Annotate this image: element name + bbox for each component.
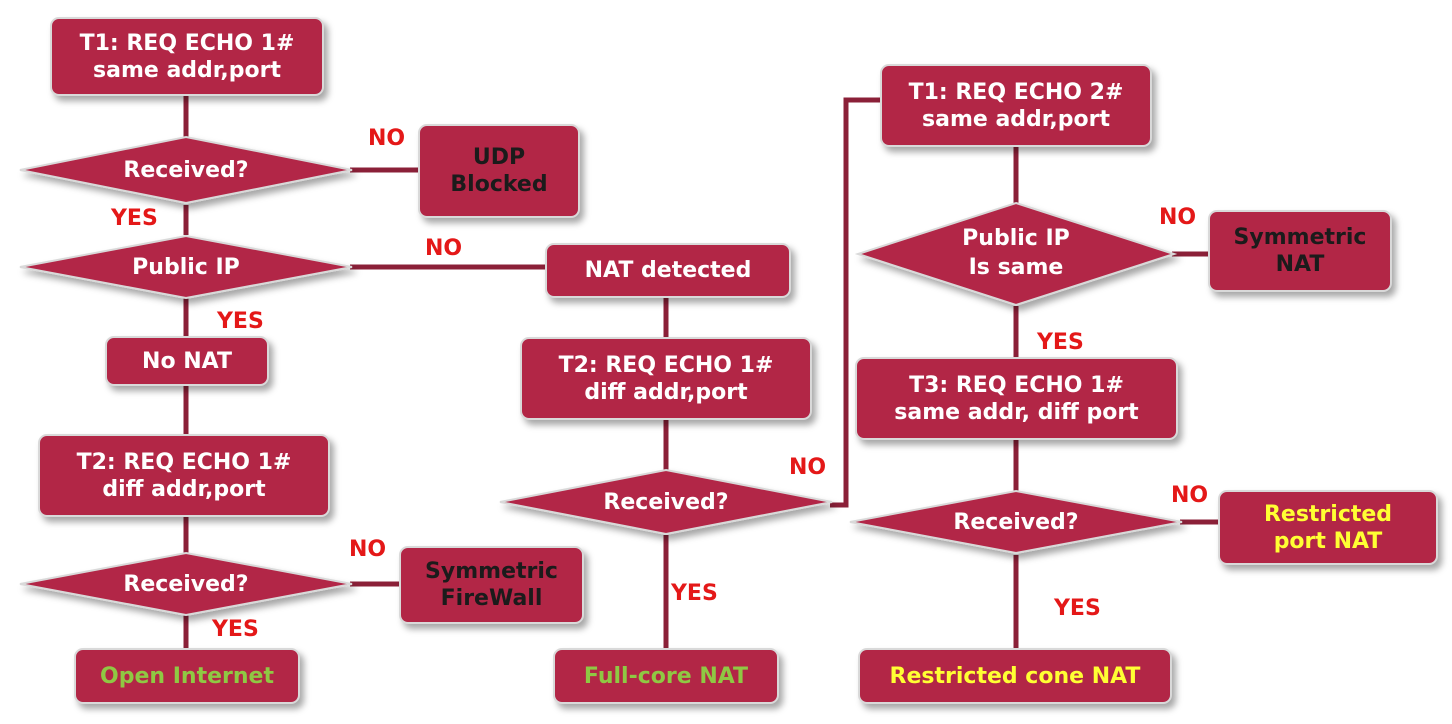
decision-received-mid: Received? [566,482,766,522]
node-t1-req-echo-2: T1: REQ ECHO 2# same addr,port [880,64,1152,147]
decision-text-line: Received? [123,157,249,183]
decision-received-1-shape [19,135,353,205]
edge-label-yes-received-right: YES [1054,596,1101,621]
edge-label-yes-public-ip: YES [217,309,264,334]
decision-public-ip-same: Public IP Is same [916,222,1116,284]
edge-label-no-received-right: NO [1171,483,1209,508]
node-full-core-nat: Full-core NAT [553,648,779,704]
node-t2-req-echo-1-left: T2: REQ ECHO 1# diff addr,port [38,434,330,517]
decision-received-left-shape [19,551,353,617]
node-text-line: Symmetric [1233,225,1367,250]
decision-diamonds [19,135,1183,617]
decision-text-line: Received? [603,489,729,515]
node-text-line: Symmetric [425,559,558,584]
node-text-line: T3: REQ ECHO 1# [909,372,1124,398]
decision-text-line: Received? [123,571,249,597]
node-text-line: same addr,port [93,57,281,83]
node-text-line: T2: REQ ECHO 1# [558,352,774,378]
node-text-line: diff addr,port [584,379,748,405]
node-text-line: T1: REQ ECHO 1# [79,30,295,56]
edge-label-no-public-ip-same: NO [1159,205,1197,230]
connector-lines [183,96,1218,648]
decision-text-line: Public IP [132,254,240,280]
node-text-line: NAT detected [584,258,752,283]
node-t3-req-echo-1: T3: REQ ECHO 1# same addr, diff port [855,357,1178,440]
node-restricted-cone-nat: Restricted cone NAT [858,648,1172,704]
decision-received-right-shape [849,489,1183,555]
node-restricted-port-nat: Restricted port NAT [1218,490,1438,565]
node-text-line: T1: REQ ECHO 2# [908,79,1124,105]
decision-received-1: Received? [86,150,286,190]
edge-label-yes-received-mid: YES [671,581,718,606]
decision-text-line: Public IP [962,226,1070,251]
decision-received-left: Received? [86,564,286,604]
decision-text-line: Received? [953,509,1079,535]
decision-public-ip: Public IP [86,247,286,287]
node-nat-detected: NAT detected [545,243,791,298]
edge-label-no-received-mid: NO [789,455,827,480]
node-text-line: same addr, diff port [894,399,1139,425]
decision-public-ip-same-shape [854,201,1178,307]
edge-label-no-udp: NO [368,126,406,151]
node-t2-req-echo-1-mid: T2: REQ ECHO 1# diff addr,port [520,337,812,420]
node-text-line: diff addr,port [102,476,266,502]
node-no-nat: No NAT [105,336,269,386]
node-open-internet: Open Internet [74,648,300,704]
node-udp-blocked: UDP Blocked [418,124,580,218]
node-text-line: Blocked [450,172,548,197]
decision-text-line: Is same [968,255,1064,280]
node-text-line: port NAT [1273,528,1383,554]
decision-public-ip-shape [19,234,353,300]
node-text-line: UDP [472,145,526,170]
edge-label-no-public-ip: NO [425,236,463,261]
node-text-line: Open Internet [100,663,274,689]
node-text-line: T2: REQ ECHO 1# [76,449,292,475]
node-text-line: NAT [1275,252,1325,277]
connector-received-mid-to-t1-echo2 [830,97,880,508]
edge-label-yes-received-left: YES [212,617,259,642]
node-text-line: FireWall [440,586,543,611]
node-symmetric-nat: Symmetric NAT [1208,210,1392,292]
node-t1-req-echo-1: T1: REQ ECHO 1# same addr,port [50,17,324,96]
node-text-line: Restricted [1263,501,1393,527]
edge-label-no-received-left: NO [349,537,387,562]
node-symmetric-firewall: Symmetric FireWall [399,546,584,624]
node-text-line: Full-core NAT [583,663,749,689]
node-text-line: Restricted cone NAT [889,663,1141,689]
edge-label-yes-received-1: YES [111,206,158,231]
node-text-line: No NAT [142,348,232,374]
decision-received-right: Received? [916,502,1116,542]
node-text-line: same addr,port [922,106,1110,132]
edge-label-yes-public-ip-same: YES [1037,330,1084,355]
decision-received-mid-shape [499,468,833,536]
